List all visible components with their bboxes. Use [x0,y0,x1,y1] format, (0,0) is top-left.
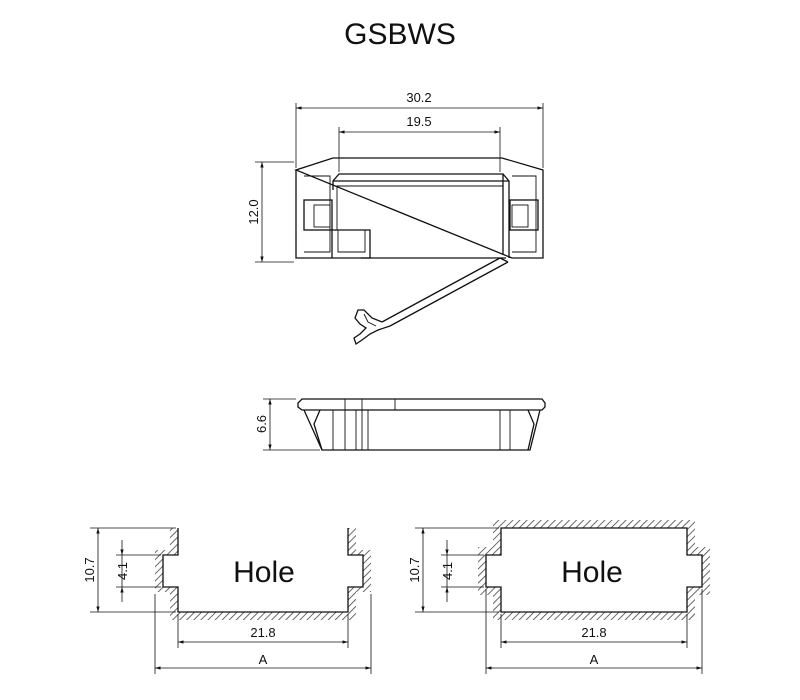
side-body [303,409,541,451]
spring-arm [381,257,509,327]
hole-right-outline [485,527,703,613]
dim-thickness: 6.6 [254,415,269,433]
hole-left-tab: 4.1 [115,562,130,580]
hole-left-width: 21.8 [250,625,275,640]
hole-right-tab: 4.1 [440,562,455,580]
hole-right: Hole 10.7 4.1 21.8 A [407,520,710,674]
hole-right-overall: A [590,652,599,667]
hole-left-overall: A [259,652,268,667]
hole-right-width: 21.8 [581,625,606,640]
top-view: 30.2 19.5 12.0 [246,90,544,346]
right-latch-window [509,199,539,231]
side-flange [297,398,546,411]
left-latch-window [303,199,333,231]
inner-frame [332,173,510,258]
hole-left-height: 10.7 [82,557,97,582]
dim-overall-width: 30.2 [406,90,431,105]
drawing-title: GSBWS [344,18,456,51]
side-view: 6.6 [254,398,546,451]
dim-height: 12.0 [246,199,261,224]
dim-inner-width: 19.5 [406,114,431,129]
hole-right-label: Hole [561,556,623,589]
housing-outline [294,157,544,259]
hole-left-outline [162,528,364,613]
hole-left: Hole 10.7 4.1 21.8 A [82,527,372,674]
hole-left-label: Hole [233,556,295,589]
hole-right-height: 10.7 [407,557,422,582]
latch-hook [353,309,391,346]
hook-block [331,229,371,259]
